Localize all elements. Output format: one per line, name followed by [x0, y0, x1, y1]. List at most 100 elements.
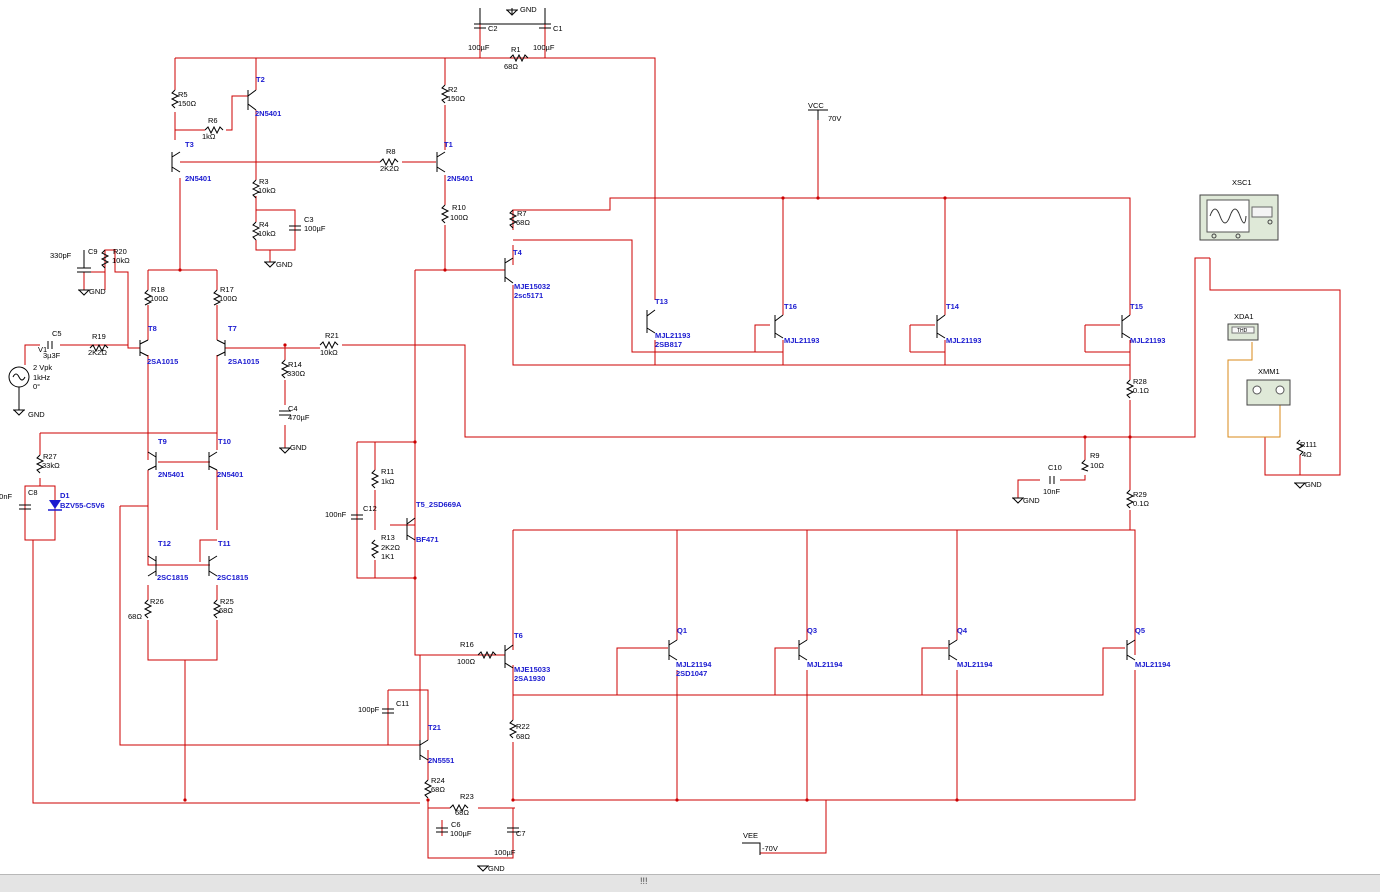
- label-q4-ref: Q4: [957, 626, 968, 635]
- label-q3-ref: Q3: [807, 626, 817, 635]
- junctions: [178, 196, 1132, 802]
- label-t12-value: 2SC1815: [157, 573, 188, 582]
- oscilloscope-xsc1[interactable]: [1199, 194, 1279, 241]
- vcc-symbol: [808, 109, 828, 120]
- label-r3-ref: R3: [259, 177, 269, 186]
- label-t5-ref: T5_2SD669A: [416, 500, 462, 509]
- label-c11-ref: C11: [396, 699, 409, 708]
- label-t11-value: 2SC1815: [217, 573, 248, 582]
- label-r7-value: 68Ω: [516, 218, 530, 227]
- label-t11-ref: T11: [218, 539, 231, 548]
- label-r10-value: 100Ω: [450, 213, 469, 222]
- label-r14-ref: R14: [288, 360, 302, 369]
- label-q1-value: MJL21194: [676, 660, 712, 669]
- label-r4-value: 10kΩ: [258, 229, 276, 238]
- label-gnd-c4: GND: [290, 443, 307, 452]
- label-c4-ref: C4: [288, 404, 298, 413]
- label-r14-value: 330Ω: [287, 369, 306, 378]
- label-r8-value: 2K2Ω: [380, 164, 399, 173]
- label-t15-ref: T15: [1130, 302, 1143, 311]
- label-t6-value: MJE15033: [514, 665, 550, 674]
- label-vee: VEE: [743, 831, 758, 840]
- label-gnd-c3: GND: [276, 260, 293, 269]
- label-t8-ref: T8: [148, 324, 157, 333]
- label-r111-ref: R111: [1300, 440, 1317, 449]
- label-t9-value: 2N5401: [158, 470, 184, 479]
- label-t14-value: MJL21193: [946, 336, 981, 345]
- label-c3-ref: C3: [304, 215, 314, 224]
- label-r7-ref: R7: [517, 209, 527, 218]
- label-t13-alt: 2SB817: [655, 340, 682, 349]
- label-c2-ref: C2: [488, 24, 498, 33]
- label-gnd-v1: GND: [28, 410, 45, 419]
- label-t5-part: BF471: [416, 535, 439, 544]
- label-r2-ref: R2: [448, 85, 458, 94]
- label-vee-value: -70V: [762, 844, 778, 853]
- label-c9-ref: C9: [88, 247, 98, 256]
- horizontal-scrollbar[interactable]: !!!: [0, 874, 1380, 892]
- label-t14-ref: T14: [946, 302, 960, 311]
- label-q1-alt: 2SD1047: [676, 669, 707, 678]
- label-t1-ref: T1: [444, 140, 453, 149]
- label-t4-ref: T4: [513, 248, 523, 257]
- transistors: [139, 89, 1136, 761]
- label-r27-ref: R27: [43, 452, 57, 461]
- label-c7-ref: C7: [516, 829, 526, 838]
- label-r18-ref: R18: [151, 285, 165, 294]
- multimeter-xmm1[interactable]: [1246, 379, 1291, 406]
- label-r1-value: 68Ω: [504, 62, 518, 71]
- label-c6-ref: C6: [451, 820, 461, 829]
- label-c3-value: 100µF: [304, 224, 326, 233]
- label-r19-value: 2K2Ω: [88, 348, 107, 357]
- zener-diode-d1: [48, 500, 62, 511]
- label-t9-ref: T9: [158, 437, 167, 446]
- label-t6-alt: 2SA1930: [514, 674, 545, 683]
- label-r11-value: 1kΩ: [381, 477, 395, 486]
- label-r3-value: 10kΩ: [258, 186, 276, 195]
- label-r20-ref: R20: [113, 247, 127, 256]
- label-t12-ref: T12: [158, 539, 171, 548]
- label-t2-ref: T2: [256, 75, 265, 84]
- label-c7-value: 100µF: [494, 848, 516, 857]
- label-r8-ref: R8: [386, 147, 396, 156]
- label-r24-ref: R24: [431, 776, 445, 785]
- label-c5-ref: C5: [52, 329, 62, 338]
- label-c6-value: 100µF: [450, 829, 472, 838]
- label-r19-ref: R19: [92, 332, 106, 341]
- label-t21-ref: T21: [428, 723, 441, 732]
- label-c5-value: 3µ3F: [43, 351, 61, 360]
- label-c10-value: 10nF: [1043, 487, 1061, 496]
- label-gnd-c9: GND: [89, 287, 106, 296]
- label-t1-value: 2N5401: [447, 174, 473, 183]
- label-r27-value: 33kΩ: [42, 461, 60, 470]
- label-r9-ref: R9: [1090, 451, 1100, 460]
- capacitors: [19, 8, 1055, 833]
- label-c1-value: 100µF: [533, 43, 555, 52]
- label-r13-ref: R13: [381, 533, 395, 542]
- label-r17-ref: R17: [220, 285, 234, 294]
- label-c8-ref: C8: [28, 488, 38, 497]
- label-r13-alt: 1K1: [381, 552, 394, 561]
- label-r17-value: 100Ω: [219, 294, 238, 303]
- label-q5-value: MJL21194: [1135, 660, 1171, 669]
- label-vcc: VCC: [808, 101, 824, 110]
- label-r13-value: 2K2Ω: [381, 543, 400, 552]
- label-d1-value: BZV55-C5V6: [60, 501, 105, 510]
- label-q4-value: MJL21194: [957, 660, 993, 669]
- schematic-canvas[interactable]: C2 100µF C1 100µF R1 68Ω GND R5 150Ω T2 …: [0, 0, 1380, 874]
- label-t4-value: MJE15032: [514, 282, 550, 291]
- label-r23-ref: R23: [460, 792, 474, 801]
- label-r16-value: 100Ω: [457, 657, 476, 666]
- label-v1-freq: 1kHz: [33, 373, 50, 382]
- label-r20-value: 10kΩ: [112, 256, 130, 265]
- label-t7-ref: T7: [228, 324, 237, 333]
- scrollbar-grip[interactable]: !!!: [640, 876, 648, 886]
- distortion-analyzer-xda1[interactable]: [1227, 323, 1259, 341]
- label-t3-ref: T3: [185, 140, 194, 149]
- label-r21-ref: R21: [325, 331, 339, 340]
- label-xda1: XDA1: [1234, 312, 1254, 321]
- label-xda1-face: THD: [1237, 328, 1248, 334]
- label-t8-value: 2SA1015: [147, 357, 178, 366]
- label-t13-ref: T13: [655, 297, 668, 306]
- label-v1-amp: 2 Vpk: [33, 363, 52, 372]
